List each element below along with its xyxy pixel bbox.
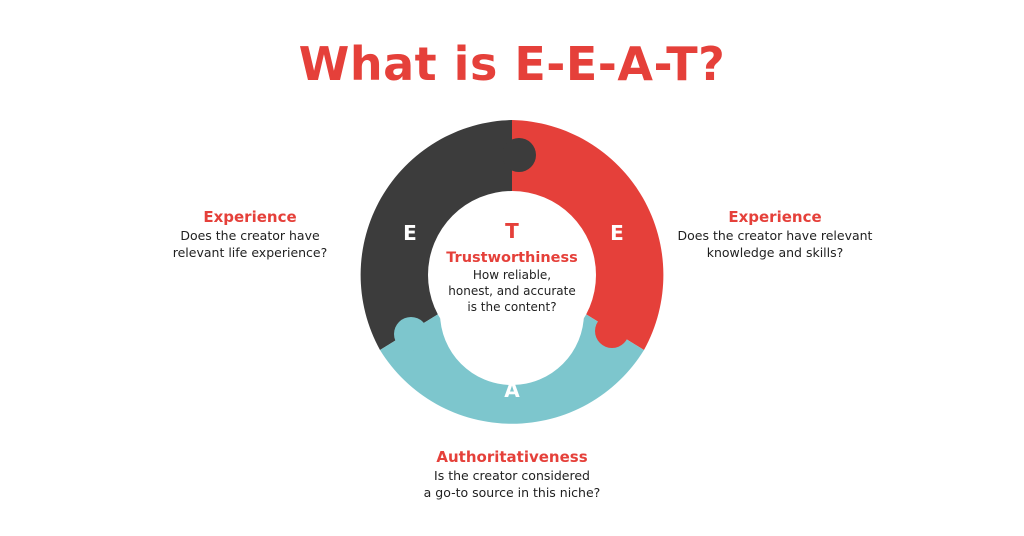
center-line-1: How reliable, [472, 268, 552, 282]
knob-right [595, 314, 629, 348]
left-line-1: Does the creator have [180, 228, 320, 243]
letter-top: T [505, 219, 519, 243]
segment-experience-left [360, 120, 512, 350]
segment-authoritativeness [380, 313, 644, 424]
bottom-line-2: a go-to source in this niche? [423, 485, 601, 500]
center-text-block: Trustworthiness How reliable, honest, an… [422, 249, 602, 315]
right-text-block: Experience Does the creator have relevan… [660, 207, 890, 261]
center-circle [428, 191, 596, 359]
page-title: What is E-E-A-T? [298, 37, 726, 91]
right-line-2: knowledge and skills? [706, 245, 844, 260]
right-heading: Experience [728, 208, 822, 226]
bottom-text-block: Authoritativeness Is the creator conside… [400, 447, 624, 501]
knob-left [394, 317, 428, 351]
center-line-3: is the content? [467, 300, 557, 314]
left-text-block: Experience Does the creator have relevan… [150, 207, 350, 261]
left-line-2: relevant life experience? [172, 245, 328, 260]
left-heading: Experience [203, 208, 297, 226]
letter-left: E [403, 221, 417, 245]
center-heading: Trustworthiness [446, 250, 578, 266]
letter-bottom: A [504, 378, 520, 402]
letter-right: E [610, 221, 624, 245]
center-line-2: honest, and accurate [448, 284, 576, 298]
right-line-1: Does the creator have relevant [677, 228, 873, 243]
bottom-line-1: Is the creator considered [434, 468, 590, 483]
bottom-heading: Authoritativeness [436, 448, 588, 466]
segment-experience-right [512, 120, 664, 350]
knob-top [502, 138, 536, 172]
